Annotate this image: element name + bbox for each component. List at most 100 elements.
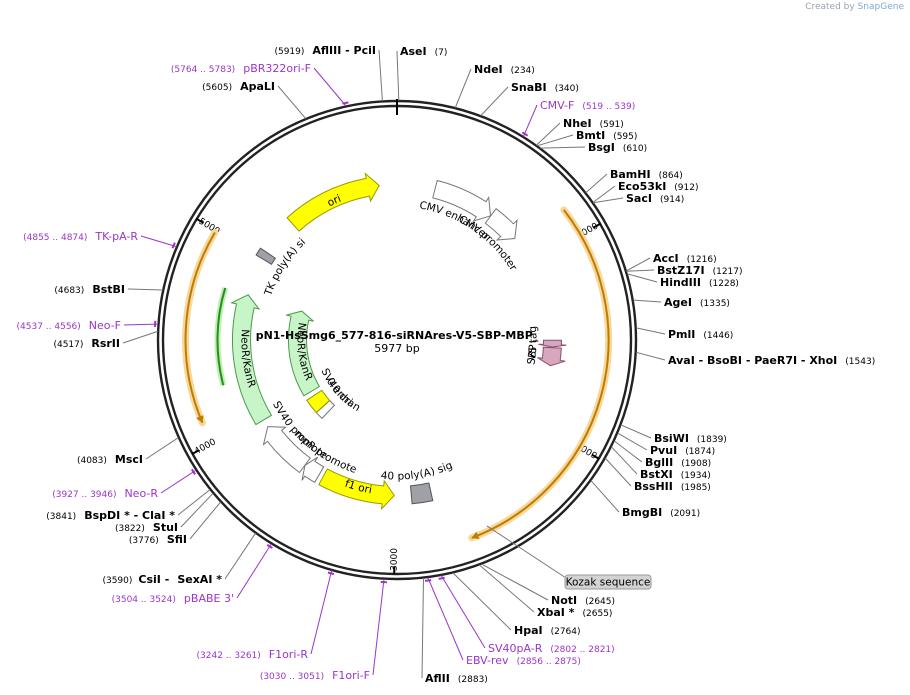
site-name: SnaBI	[511, 81, 547, 94]
site-label[interactable]: HpaI(2764)	[514, 624, 581, 637]
site-position: (1217)	[713, 267, 743, 277]
primer-label[interactable]: pBABE 3'(3504 .. 3524)	[112, 592, 234, 605]
primer-leader	[427, 577, 464, 661]
site-label[interactable]: Eco53kI(912)	[618, 180, 699, 193]
primer-mark	[521, 131, 529, 137]
primer-label[interactable]: TK-pA-R(4855 .. 4874)	[23, 230, 138, 243]
feature-label: ori	[326, 193, 343, 210]
feature-neor-kanr[interactable]	[286, 310, 321, 397]
primer-position: (3927 .. 3946)	[52, 490, 116, 500]
site-label[interactable]: SfiI(3776)	[129, 533, 187, 546]
feature-ori[interactable]	[286, 172, 380, 232]
feature-sbp[interactable]	[537, 346, 566, 367]
site-name: StuI	[153, 521, 178, 534]
site-label[interactable]: AgeI(1335)	[664, 296, 730, 309]
site-label[interactable]: BmgBI (2091)	[622, 506, 700, 519]
site-name: AflIII - PciI	[312, 44, 376, 57]
primer-name: pBR322ori-F	[243, 62, 311, 75]
feature-sv40-poly-a-signal[interactable]	[409, 482, 434, 505]
site-label[interactable]: SexAI *CsiI -(3590)	[102, 573, 222, 586]
site-label[interactable]: MscI(4083)	[77, 453, 143, 466]
site-position: (1934)	[681, 471, 711, 481]
site-leader	[613, 440, 643, 463]
center-title: pN1-HsSmg6_577-816-siRNAres-V5-SBP-MBP_ …	[256, 329, 539, 355]
primer-leader	[123, 323, 159, 326]
site-position: (2645)	[585, 597, 615, 607]
site-label[interactable]: NheI(591)	[563, 117, 624, 130]
site-name: XbaI *	[537, 606, 575, 619]
site-label[interactable]: BglII(1908)	[645, 456, 711, 469]
site-name: BmgBI	[622, 506, 662, 519]
site-position: (2883)	[458, 675, 488, 685]
primer-name: SV40pA-R	[488, 642, 543, 655]
primer-label[interactable]: F1ori-R(3242 .. 3261)	[197, 648, 309, 661]
site-label[interactable]: XbaI *(2655)	[537, 606, 612, 619]
site-label[interactable]: RsrII(4517)	[53, 337, 120, 350]
site-position: (5605)	[202, 83, 232, 93]
tick-mark	[191, 449, 200, 455]
feature-sv40-ori[interactable]	[306, 389, 331, 414]
primer-name: pBABE 3'	[184, 592, 234, 605]
site-position: (591)	[600, 120, 624, 130]
site-label[interactable]: BspDI * - ClaI *(3841)	[46, 509, 175, 522]
site-name: AflII	[425, 672, 450, 685]
site-label[interactable]: BssHII(1985)	[634, 480, 711, 493]
plasmid-name: pN1-HsSmg6_577-816-siRNAres-V5-SBP-MBP_	[256, 329, 539, 342]
site-name: NotI	[551, 594, 577, 607]
site-position: (1228)	[709, 279, 739, 289]
primer-name: Neo-R	[124, 487, 158, 500]
site-label[interactable]: BmtI(595)	[576, 129, 637, 142]
feature-sv40-promoter[interactable]	[262, 426, 311, 474]
primer-label[interactable]: Neo-R (3927 .. 3946)	[52, 487, 158, 500]
feature-cmv-promoter[interactable]	[484, 207, 518, 241]
site-label[interactable]: BstXI(1934)	[640, 468, 711, 481]
primer-label[interactable]: EBV-rev(2856 .. 2875)	[466, 654, 581, 667]
feature-f1-ori[interactable]	[318, 468, 395, 511]
site-label[interactable]: AseI(7)	[400, 45, 447, 58]
feature-ampr-promoter[interactable]	[301, 456, 325, 484]
site-leader	[378, 49, 383, 101]
site-position: (2091)	[670, 509, 700, 519]
site-label[interactable]: NdeI(234)	[474, 63, 535, 76]
primer-label[interactable]: pBR322ori-F(5764 .. 5783)	[171, 62, 311, 75]
feature-hsv-tk-poly-a-signal[interactable]	[255, 247, 277, 265]
site-label[interactable]: ApaLI(5605)	[202, 80, 275, 93]
site-label[interactable]: BstZ17I(1217)	[657, 264, 743, 277]
snapgene-logo: SnapGene	[857, 2, 904, 12]
primer-leader	[313, 67, 347, 107]
site-label[interactable]: BsgI(610)	[588, 141, 647, 154]
site-position: (1908)	[681, 459, 711, 469]
site-leader	[593, 197, 624, 204]
site-label[interactable]: PmlI(1446)	[668, 328, 733, 341]
site-label[interactable]: HindIII(1228)	[660, 276, 739, 289]
site-name: HpaI	[514, 624, 543, 637]
site-label[interactable]: AvaI - BsoBI - PaeR7I - XhoI(1543)	[668, 354, 875, 367]
site-leader	[536, 122, 561, 146]
site-leader	[122, 330, 158, 344]
site-label[interactable]: AccI(1216)	[653, 252, 717, 265]
site-name: SexAI *	[177, 573, 222, 586]
primer-label[interactable]: SV40pA-R(2802 .. 2821)	[488, 642, 615, 655]
feature-v5-tag[interactable]	[538, 339, 567, 348]
site-label[interactable]: AflIII - PciI(5919)	[274, 44, 376, 57]
kozak-badge[interactable]: Kozak sequence	[564, 574, 652, 590]
site-label[interactable]: BamHI(864)	[610, 168, 683, 181]
site-label[interactable]: NotI (2645)	[551, 594, 615, 607]
tick-label: 4000	[193, 437, 218, 457]
site-label[interactable]: PvuI(1874)	[650, 444, 715, 457]
site-label[interactable]: SnaBI(340)	[511, 81, 579, 94]
feature-neor-kanr[interactable]	[230, 294, 273, 426]
site-label[interactable]: SacI(914)	[626, 192, 684, 205]
site-name: PmlI	[668, 328, 695, 341]
site-leader	[611, 446, 638, 475]
site-label[interactable]: StuI(3822)	[115, 521, 178, 534]
primer-label[interactable]: F1ori-F(3030 .. 3051)	[260, 669, 370, 682]
site-label[interactable]: AflII (2883)	[425, 672, 488, 685]
site-leader	[189, 501, 221, 540]
primer-label[interactable]: CMV-F(519 .. 539)	[540, 99, 635, 112]
site-name: BamHI	[610, 168, 651, 181]
primer-leader	[440, 575, 486, 649]
site-label[interactable]: BstBI(4683)	[54, 283, 125, 296]
primer-label[interactable]: Neo-F(4537 .. 4556)	[17, 319, 121, 332]
site-label[interactable]: BsiWI(1839)	[654, 432, 727, 445]
